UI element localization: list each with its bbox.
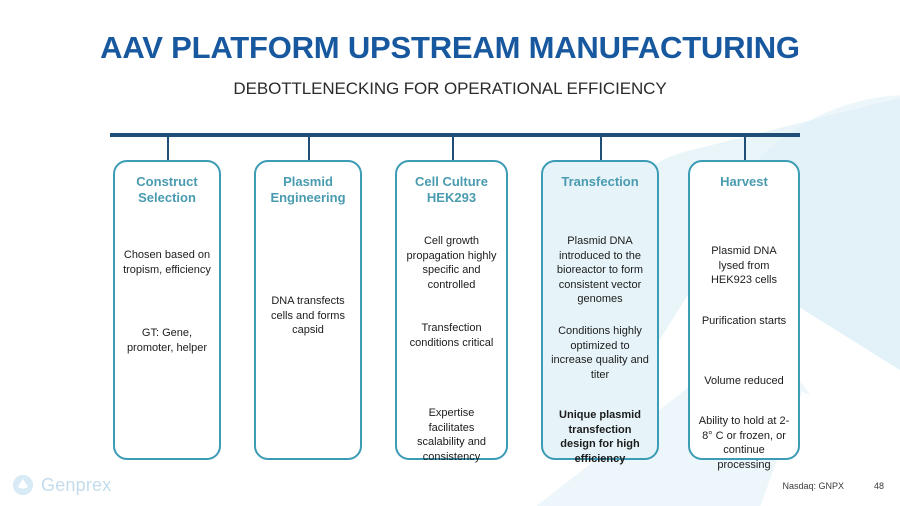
stage-paragraph: Conditions highly optimized to increase …: [551, 325, 649, 381]
process-connector-rail: [110, 133, 800, 137]
stage-title: Plasmid Engineering: [270, 174, 346, 205]
stage-paragraph: DNA transfects cells and forms capsid: [271, 295, 345, 337]
stage-paragraph: Volume reduced: [704, 375, 784, 387]
stage-paragraph: Chosen based on tropism, efficiency: [123, 249, 211, 276]
stage-paragraph: GT: Gene, promoter, helper: [126, 327, 208, 354]
connector-stem: [167, 137, 169, 161]
stage-paragraph: Expertise facilitates scalability and co…: [416, 407, 487, 463]
stage-title: Transfection: [561, 174, 639, 189]
stage-paragraph: Plasmid DNA introduced to the bioreactor…: [556, 235, 644, 306]
slide-number: 48: [873, 481, 884, 491]
stage-paragraph: Transfection conditions critical: [409, 322, 494, 349]
brand-logo: Genprex: [12, 474, 111, 496]
stage-title: Construct Selection: [136, 174, 198, 205]
connector-stem: [308, 137, 310, 161]
page-subtitle: DEBOTTLENECKING FOR OPERATIONAL EFFICIEN…: [233, 79, 667, 98]
stock-ticker: Nasdaq: GNPX: [782, 481, 844, 491]
stage-paragraph: Purification starts: [701, 315, 787, 327]
stage-paragraph: Plasmid DNA lysed from HEK923 cells: [710, 245, 778, 287]
page-title: AAV PLATFORM UPSTREAM MANUFACTURING: [100, 30, 800, 65]
genprex-droplet-icon: [12, 474, 34, 496]
brand-name: Genprex: [41, 474, 112, 495]
stage-paragraph: Ability to hold at 2-8° C or frozen, or …: [698, 415, 790, 471]
stage-paragraph: Unique plasmid transfection design for h…: [559, 409, 641, 465]
connector-stem: [451, 137, 454, 161]
stage-title: Cell Culture HEK293: [415, 174, 488, 205]
stage-title: Harvest: [720, 174, 768, 189]
stage-paragraph: Cell growth propagation highly specific …: [406, 235, 497, 291]
